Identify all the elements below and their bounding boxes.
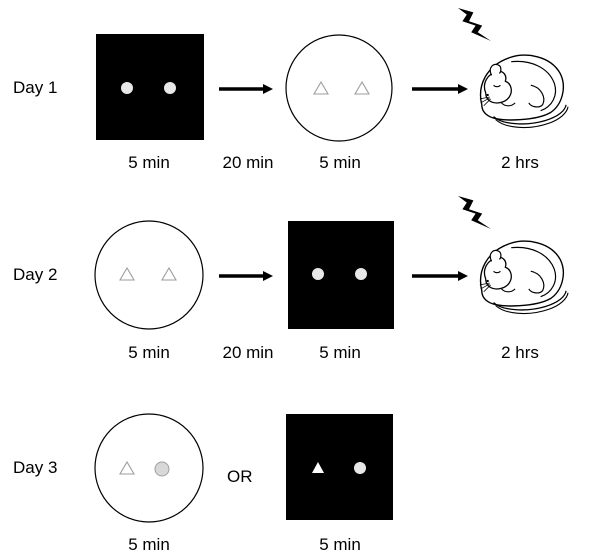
circle-object [312,268,324,280]
day-2-sleep-duration: 2 hrs [501,343,539,362]
circle-object [121,82,133,94]
day-1-row [96,8,569,142]
triangle-object [119,460,135,475]
light-round-arena [285,34,393,142]
triangle-object [313,80,329,95]
novel-circle-object [154,461,170,477]
day-3-row [94,413,393,523]
dark-square-arena [288,221,394,329]
day-3-second-duration: 5 min [319,535,361,554]
lightning-bolt-icon [458,196,491,229]
lightning-bolt-icon [458,8,491,41]
triangle-object [119,266,135,281]
day-1-interval-duration: 20 min [222,153,274,172]
circle-object [355,268,367,280]
sleeping-mouse-icon [479,240,569,315]
day-2-second-duration: 5 min [319,343,361,362]
day-2-first-duration: 5 min [128,343,170,362]
circle-object [354,462,366,474]
dark-square-arena [286,414,393,520]
day-1-sleep-duration: 2 hrs [501,153,539,172]
day-2-interval-duration: 20 min [222,343,274,362]
day-3-label: Day 3 [13,458,58,477]
triangle-object [161,266,177,281]
day-3-first-duration: 5 min [128,535,170,554]
circle-object [164,82,176,94]
day-2-row [94,196,569,330]
light-round-arena [94,413,204,523]
or-connector: OR [227,467,253,486]
day-1-first-duration: 5 min [128,153,170,172]
day-1-second-duration: 5 min [319,153,361,172]
novel-triangle-object [312,462,324,473]
dark-square-arena [96,34,204,140]
day-1-label: Day 1 [13,78,58,97]
sleeping-mouse-icon [479,54,569,129]
light-round-arena [94,220,204,330]
day-2-label: Day 2 [13,265,58,284]
triangle-object [354,80,370,95]
